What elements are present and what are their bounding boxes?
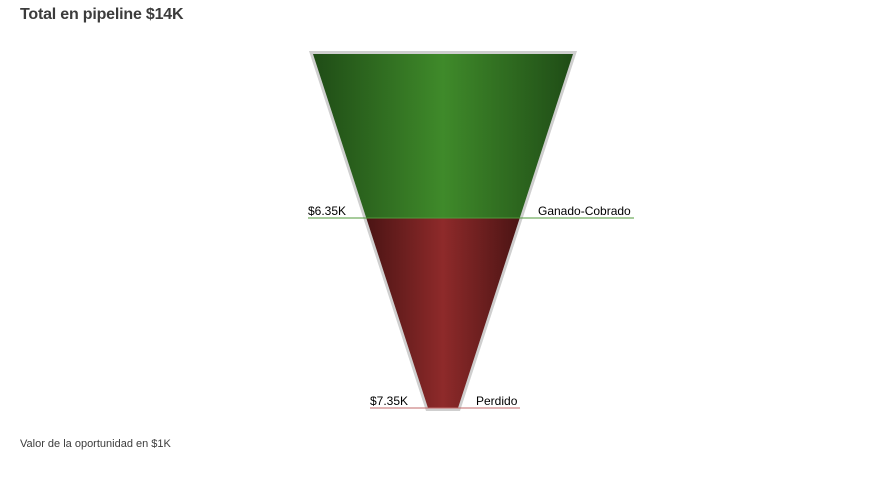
axis-note: Valor de la oportunidad en $1K [20,438,171,450]
page-title: Total en pipeline $14K [20,6,184,23]
value-label-perdido: $7.35K [370,394,408,408]
stage-label-ganado-cobrado: Ganado-Cobrado [538,204,631,218]
funnel-segment-ganado-cobrado [313,54,573,218]
funnel-segment-perdido [366,218,520,408]
value-label-ganado-cobrado: $6.35K [308,204,346,218]
stage-label-perdido: Perdido [476,394,518,408]
